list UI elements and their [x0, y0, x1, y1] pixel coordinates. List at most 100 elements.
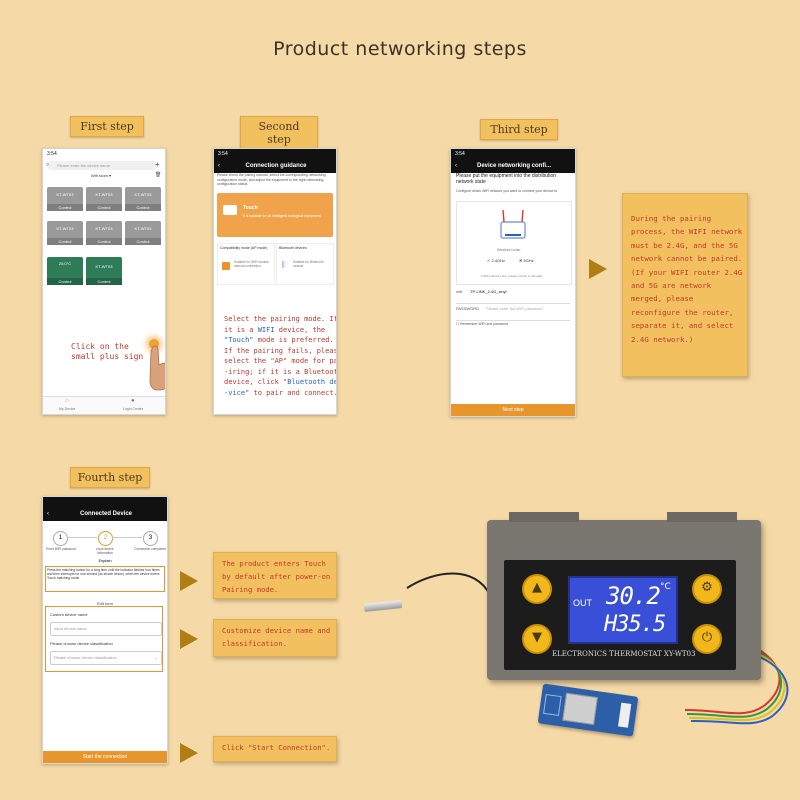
wifi-module-icon — [222, 262, 230, 270]
user-icon[interactable]: ● — [131, 398, 135, 404]
step-circle: 3 — [143, 531, 158, 546]
mount-clip — [667, 512, 737, 522]
touch-title: Touch — [243, 205, 258, 211]
nav-login-center[interactable]: Login Center — [123, 407, 144, 411]
tile-control[interactable]: Control — [86, 204, 122, 211]
hand-pointer-icon — [149, 345, 165, 391]
status-bar: 3:54 — [43, 149, 165, 159]
ap-mode-card[interactable]: Compatibility mode (AP mode) Suitable fo… — [217, 243, 275, 285]
password-label: PASSWORD — [456, 306, 480, 311]
touch-mode-card[interactable]: Touch It is suitable for all intelligent… — [217, 193, 333, 237]
lcd-humidity: H35.5 — [604, 612, 666, 637]
search-input[interactable]: Please enter the device name — [47, 161, 157, 170]
tile-temp: 25.0°C — [58, 261, 72, 266]
note-card-touch: The product enters Touch by default afte… — [213, 552, 337, 599]
back-icon[interactable]: ‹ — [218, 163, 220, 169]
class-placeholder: Please choose device classification — [54, 655, 117, 660]
wifi-field[interactable]: wifi: TP-LINK_2.4G_xinyi — [456, 289, 570, 304]
tile-label: KT-WT03 — [95, 226, 113, 231]
thermostat-device: ▲ ▼ ⚙ ⏻ OUT 30.2 °C H35.5 ELECTRONICS TH… — [487, 512, 761, 680]
room-selector[interactable]: Wifi room ▾ — [91, 173, 112, 178]
start-connection-button[interactable]: Start the connection — [43, 751, 167, 763]
caption-line: small plus sign — [71, 352, 144, 361]
tile-label: KT-WT03 — [134, 192, 152, 197]
room-label: Wifi room — [91, 173, 108, 178]
header-bar: ‹ Connected Device — [43, 507, 167, 521]
step-circle-active: 2 — [98, 531, 113, 546]
up-button-icon: ▲ — [522, 574, 552, 604]
instruction-part: it is a — [224, 325, 258, 334]
classification-select[interactable]: Please choose device classification ⌄ — [50, 651, 162, 665]
bt-desc: Suitable for Bluetooth module — [293, 260, 324, 268]
antenna-trace — [543, 693, 562, 717]
instruction-text: Select the pairing mode. If it is a WIFI… — [224, 314, 336, 398]
password-placeholder: Please enter the WiFi password — [486, 306, 543, 311]
header-bar: ‹ Connection guidance — [214, 159, 336, 173]
status-bar — [43, 497, 167, 507]
bluetooth-mode-card[interactable]: Bluetooth devices ᛒ Suitable for Bluetoo… — [276, 243, 334, 285]
instruction-part: Bluetooth de — [287, 378, 337, 386]
tile-label: KT-WT03 — [56, 226, 74, 231]
phone-screen-third: 3:54 ‹Device networking confi... Please … — [450, 148, 576, 417]
clock: 3:54 — [47, 151, 57, 157]
tile-control[interactable]: Control — [47, 204, 83, 211]
tile-control[interactable]: Control — [125, 238, 161, 245]
tile-control[interactable]: Control — [86, 278, 122, 285]
bluetooth-icon: ᛒ — [281, 260, 286, 269]
header-bar: ‹Device networking confi... — [451, 159, 575, 173]
instruction-line: If the pairing fails, please — [224, 346, 337, 355]
trash-icon[interactable]: 🗑 — [155, 172, 162, 178]
add-plus-icon[interactable]: + — [155, 160, 160, 169]
lcd-unit: °C — [660, 582, 671, 592]
note-text: The product enters Touch by default afte… — [222, 559, 331, 594]
next-step-button[interactable]: Next step — [451, 404, 575, 416]
tile-control[interactable]: Control — [47, 238, 83, 245]
caption-line: Click on the — [71, 342, 129, 351]
back-icon[interactable]: ‹ — [455, 163, 457, 169]
remember-checkbox[interactable]: ☐ Remember WiFi and password — [456, 322, 509, 326]
header-title: Connected Device — [79, 511, 133, 517]
chevron-down-icon: ⌄ — [154, 655, 158, 660]
step-caption: Input device information — [96, 547, 114, 555]
touch-mode-icon — [223, 205, 237, 215]
intro-text: Please put the equipment into the distri… — [456, 173, 557, 185]
explain-box: Press the matching button for a long tim… — [45, 566, 165, 592]
status-bar: 3:54 — [214, 149, 336, 159]
connector — [618, 702, 632, 728]
arrow-icon — [180, 629, 198, 649]
step-circle: 1 — [53, 531, 68, 546]
home-icon[interactable]: ⌂ — [65, 398, 69, 404]
plus-highlight[interactable] — [149, 339, 159, 349]
remember-label: Remember WiFi and password — [460, 322, 509, 326]
nav-my-device[interactable]: My Device — [59, 407, 76, 411]
tile-control[interactable]: Control — [47, 278, 83, 285]
wifi-label: wifi: — [456, 289, 463, 294]
intro-text: Please check the pairing manual, select … — [217, 173, 326, 186]
step-label-third: Third step — [480, 119, 558, 140]
device-tile-active[interactable]: 25.0°C Control — [47, 257, 83, 285]
note-text: During the pairing process, the WIFI net… — [631, 214, 743, 344]
phone-screen-second: 3:54 ‹ Connection guidance Please check t… — [213, 148, 337, 415]
edit-form: Custom device name Input device name Ple… — [45, 606, 163, 672]
back-icon[interactable]: ‹ — [47, 511, 49, 517]
clock: 3:54 — [455, 151, 465, 157]
instruction-part: -vice" — [224, 388, 250, 397]
ap-desc: Suitable for WiFi module manual connecti… — [234, 260, 269, 268]
password-field[interactable]: PASSWORD Please enter the WiFi password — [456, 306, 570, 321]
header-title: Connection guidance — [245, 163, 307, 169]
down-button-icon: ▼ — [522, 624, 552, 654]
step-caption: Enter WiFi password — [46, 547, 76, 551]
bottom-nav: ⌂ My Device ● Login Center — [43, 396, 165, 414]
device-name-input[interactable]: Input device name — [50, 622, 162, 636]
tile-control[interactable]: Control — [86, 238, 122, 245]
tile-control[interactable]: Control — [125, 204, 161, 211]
hint-text: If WiFi cannot enter, please modify it m… — [481, 274, 543, 278]
wifi-value: TP-LINK_2.4G_xinyi — [470, 289, 507, 294]
